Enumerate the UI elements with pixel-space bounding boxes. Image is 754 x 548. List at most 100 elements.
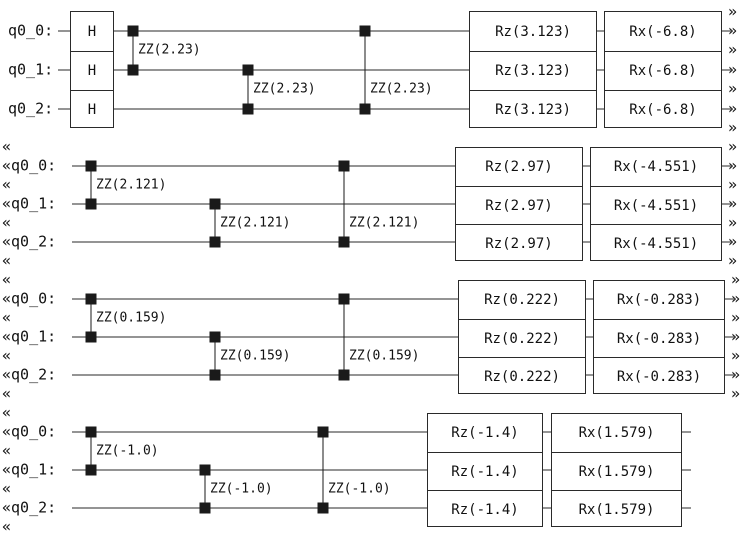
wrap-marker: « [2, 137, 12, 156]
continuation-marker: » [728, 40, 738, 59]
zz-label-3: ZZ(0.159) [349, 348, 420, 364]
rz-gate-q0[interactable]: Rz(2.97) [485, 159, 553, 175]
rx-gate-q2[interactable]: Rx(1.579) [552, 490, 681, 528]
rz-rx-connector-q0 [543, 431, 551, 433]
rz-rx-connector-q1 [583, 203, 590, 205]
rz-rx-connector-q2 [597, 108, 604, 110]
rx-gate-q1[interactable]: Rx(-4.551) [591, 186, 721, 224]
rx-gate-q2[interactable]: Rx(-6.8) [605, 90, 721, 129]
qubit-wire-q2 [58, 108, 469, 110]
rx-gate-q0[interactable]: Rx(-0.283) [616, 292, 702, 308]
rx-gate-q1[interactable]: Rx(-0.283) [594, 319, 724, 357]
rz-gate-q2[interactable]: Rz(0.222) [459, 357, 585, 395]
zz-node-3-1[interactable] [338, 369, 350, 381]
zz-node-2-0[interactable] [199, 464, 211, 476]
rx-gate-box[interactable]: Rx(-6.8)Rx(-6.8)Rx(-6.8) [604, 11, 722, 128]
zz-label-1: ZZ(-1.0) [96, 443, 159, 459]
zz-link-3 [343, 299, 345, 375]
zz-node-1-1[interactable] [85, 331, 97, 343]
rx-output-stub-q2 [722, 241, 731, 243]
rx-gate-q2[interactable]: Rx(-0.283) [594, 357, 724, 395]
rz-rx-connector-q0 [597, 30, 604, 32]
qubit-label-q2: «q0_2: [2, 232, 57, 251]
zz-node-2-1[interactable] [242, 103, 254, 115]
rz-gate-q0[interactable]: Rz(3.123) [495, 23, 571, 40]
hadamard-gate-q1[interactable]: H [71, 51, 113, 90]
wrap-marker: « [2, 479, 12, 498]
rx-gate-q1[interactable]: Rx(1.579) [552, 452, 681, 490]
zz-label-2: ZZ(2.121) [220, 215, 291, 231]
zz-node-2-0[interactable] [242, 64, 254, 76]
wrap-marker: « [2, 251, 12, 270]
rz-gate-box[interactable]: Rz(2.97)Rz(2.97)Rz(2.97) [455, 147, 583, 261]
rx-output-stub-q2 [682, 507, 691, 509]
zz-node-3-0[interactable] [338, 160, 350, 172]
rx-gate-box[interactable]: Rx(-0.283)Rx(-0.283)Rx(-0.283) [593, 280, 725, 394]
rx-gate-q1[interactable]: Rx(-6.8) [605, 51, 721, 90]
zz-node-3-0[interactable] [338, 293, 350, 305]
zz-label-2: ZZ(-1.0) [210, 481, 273, 497]
rx-gate-q0[interactable]: Rx(-6.8) [629, 23, 697, 40]
zz-label-2: ZZ(2.23) [253, 81, 316, 97]
rx-output-stub-q0 [722, 30, 731, 32]
continuation-marker: » [728, 156, 738, 175]
wrap-marker: « [2, 441, 12, 460]
qubit-wire-q0 [72, 298, 458, 300]
rz-gate-box[interactable]: Rz(0.222)Rz(0.222)Rz(0.222) [458, 280, 586, 394]
qubit-wire-q0 [72, 431, 427, 433]
zz-node-3-1[interactable] [338, 236, 350, 248]
rz-gate-box[interactable]: Rz(3.123)Rz(3.123)Rz(3.123) [469, 11, 597, 128]
zz-node-2-0[interactable] [209, 331, 221, 343]
rz-gate-q2[interactable]: Rz(3.123) [470, 90, 596, 129]
zz-node-2-0[interactable] [209, 198, 221, 210]
qubit-label-q0: «q0_0: [2, 156, 57, 175]
zz-node-2-1[interactable] [199, 502, 211, 514]
zz-node-1-0[interactable] [85, 293, 97, 305]
rx-gate-q2[interactable]: Rx(-4.551) [591, 224, 721, 262]
rz-gate-q1[interactable]: Rz(0.222) [459, 319, 585, 357]
zz-node-1-0[interactable] [85, 426, 97, 438]
continuation-marker: » [728, 2, 738, 21]
zz-node-1-0[interactable] [127, 25, 139, 37]
zz-node-3-0[interactable] [359, 25, 371, 37]
hadamard-gate-q2[interactable]: H [71, 90, 113, 129]
hadamard-gate-q0[interactable]: H [87, 23, 97, 40]
wrap-marker: « [2, 403, 12, 422]
zz-node-1-1[interactable] [127, 64, 139, 76]
qubit-wire-q1 [72, 469, 427, 471]
rz-rx-connector-q1 [597, 69, 604, 71]
zz-node-2-1[interactable] [209, 236, 221, 248]
continuation-marker: » [728, 99, 738, 118]
rz-gate-q0[interactable]: Rz(-1.4) [451, 425, 519, 441]
rz-gate-q2[interactable]: Rz(-1.4) [428, 490, 542, 528]
rx-gate-box[interactable]: Rx(-4.551)Rx(-4.551)Rx(-4.551) [590, 147, 722, 261]
zz-node-1-1[interactable] [85, 464, 97, 476]
zz-node-2-1[interactable] [209, 369, 221, 381]
zz-node-3-1[interactable] [317, 502, 329, 514]
rx-gate-box[interactable]: Rx(1.579)Rx(1.579)Rx(1.579) [551, 413, 682, 527]
zz-node-1-1[interactable] [85, 198, 97, 210]
continuation-marker: » [728, 213, 738, 232]
continuation-marker: » [728, 60, 738, 79]
rz-gate-q1[interactable]: Rz(-1.4) [428, 452, 542, 490]
wrap-marker: « [2, 175, 12, 194]
rz-gate-q2[interactable]: Rz(2.97) [456, 224, 582, 262]
rz-gate-q1[interactable]: Rz(3.123) [470, 51, 596, 90]
rx-gate-q0[interactable]: Rx(-4.551) [613, 159, 699, 175]
zz-node-3-0[interactable] [317, 426, 329, 438]
rz-gate-q1[interactable]: Rz(2.97) [456, 186, 582, 224]
rz-gate-box[interactable]: Rz(-1.4)Rz(-1.4)Rz(-1.4) [427, 413, 543, 527]
zz-node-1-0[interactable] [85, 160, 97, 172]
rz-gate-q0[interactable]: Rz(0.222) [484, 292, 560, 308]
zz-node-3-1[interactable] [359, 103, 371, 115]
qubit-label-q1: q0_1: [8, 60, 54, 79]
zz-link-1 [90, 432, 92, 470]
rz-rx-connector-q1 [586, 336, 593, 338]
rx-gate-q0[interactable]: Rx(1.579) [578, 425, 655, 441]
qubit-wire-q0 [58, 30, 469, 32]
zz-link-1 [132, 31, 134, 70]
